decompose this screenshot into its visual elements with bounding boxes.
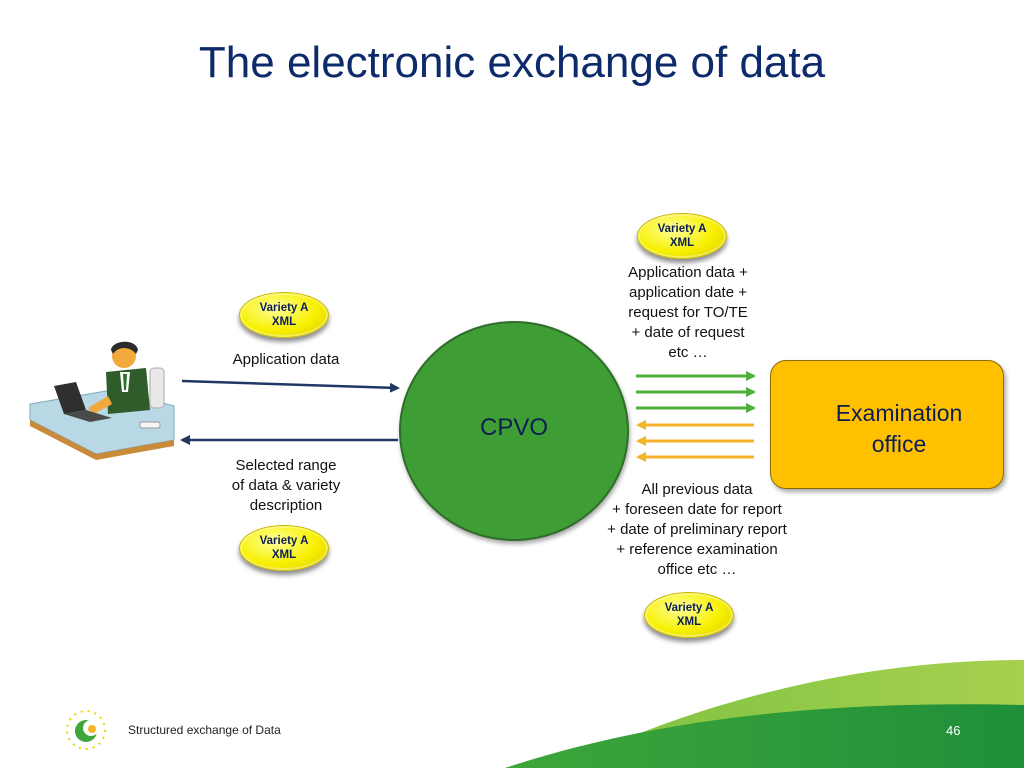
- cpvo-label: CPVO: [479, 414, 548, 441]
- cpvo-node: [399, 321, 629, 541]
- arrow-to-cpvo: [181, 379, 400, 393]
- examination-office-label: Examination office: [835, 400, 963, 457]
- examination-office-node: [770, 360, 1004, 489]
- badge-label: Variety A XML: [259, 302, 309, 328]
- applicant-at-computer-icon: [29, 341, 175, 460]
- variety-xml-badge-left-lower: Variety A XML: [239, 525, 329, 571]
- slide-title: The electronic exchange of data: [198, 38, 826, 87]
- label-to-examination-office: Application data + application date + re…: [628, 264, 748, 361]
- variety-xml-badge-top: Variety A XML: [637, 213, 727, 259]
- footer-swoosh-dark: [505, 704, 1024, 768]
- label-application-data: Application data: [232, 351, 340, 368]
- badge-label: Variety A XML: [259, 535, 309, 561]
- label-selected-range: Selected range of data & variety descrip…: [231, 457, 341, 514]
- footer-text: Structured exchange of Data: [128, 723, 281, 737]
- variety-xml-badge-left-upper: Variety A XML: [239, 292, 329, 338]
- cpvo-logo-icon: [66, 710, 106, 750]
- variety-xml-badge-bottom: Variety A XML: [644, 592, 734, 638]
- page-number: 46: [946, 723, 961, 738]
- label-from-examination-office: All previous data + foreseen date for re…: [607, 481, 787, 578]
- badge-label: Variety A XML: [657, 223, 707, 249]
- badge-label: Variety A XML: [664, 602, 714, 628]
